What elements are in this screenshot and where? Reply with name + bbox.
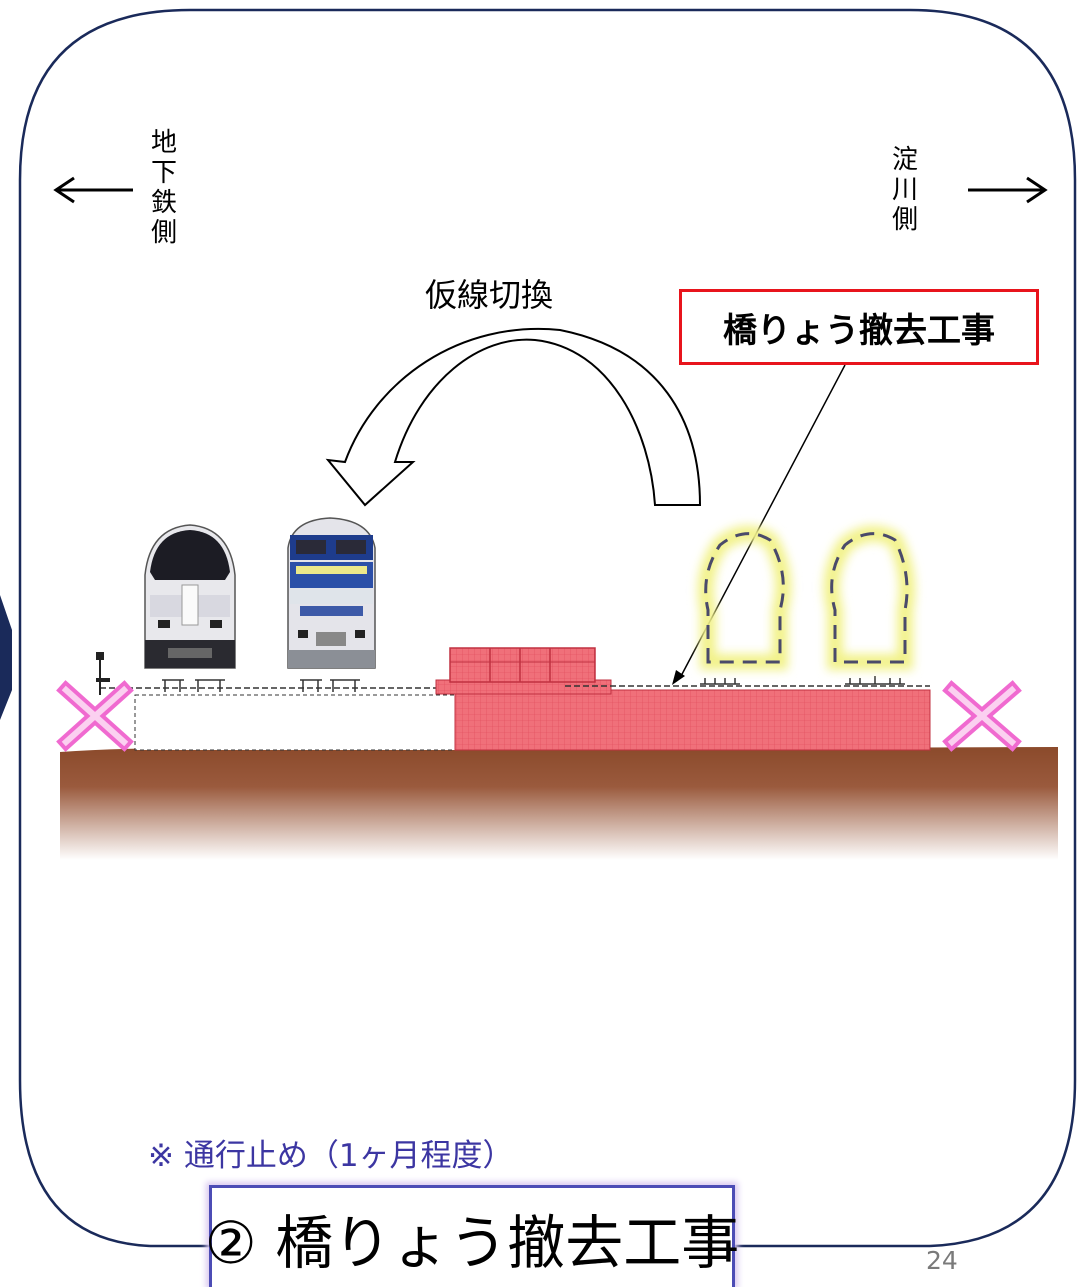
signal-post-icon bbox=[96, 652, 110, 695]
removed-train-outline-1 bbox=[697, 525, 792, 670]
left-direction-char: 下 bbox=[150, 158, 177, 188]
existing-track bbox=[565, 676, 930, 687]
left-direction-char: 地 bbox=[150, 128, 177, 158]
train-icon bbox=[144, 524, 236, 692]
locomotive-icon bbox=[287, 517, 376, 692]
stop-x-icon-right-inner bbox=[947, 685, 1017, 747]
page-number: 24 bbox=[926, 1246, 958, 1275]
right-arrow-icon bbox=[968, 176, 1048, 204]
curved-arrow-icon bbox=[325, 327, 702, 507]
step-title: ② 橋りょう撤去工事 bbox=[205, 1185, 739, 1287]
demolition-bridge bbox=[435, 647, 931, 751]
temporary-track-deck bbox=[134, 694, 456, 751]
right-direction-char: 川 bbox=[891, 175, 918, 205]
left-direction-char: 鉄 bbox=[150, 188, 177, 218]
track-switch-label: 仮線切換 bbox=[425, 276, 554, 314]
frame-border bbox=[18, 8, 1077, 1248]
ground bbox=[60, 747, 1058, 860]
left-direction-label: 地 下 鉄 側 bbox=[149, 128, 179, 248]
removed-train-outline-2 bbox=[823, 525, 915, 670]
left-direction-char: 側 bbox=[150, 218, 177, 248]
stop-x-icon bbox=[61, 685, 129, 747]
demolition-callout: 橋りょう撤去工事 bbox=[679, 289, 1039, 365]
right-direction-char: 淀 bbox=[891, 145, 918, 175]
traffic-closure-note: ※ 通行止め（1ヶ月程度） bbox=[148, 1138, 514, 1174]
right-direction-label: 淀 川 側 bbox=[890, 145, 920, 235]
callout-leader-arrowhead bbox=[672, 670, 685, 685]
slide-edge-marker bbox=[0, 595, 12, 720]
left-arrow-icon bbox=[53, 176, 133, 204]
right-direction-char: 側 bbox=[891, 205, 918, 235]
